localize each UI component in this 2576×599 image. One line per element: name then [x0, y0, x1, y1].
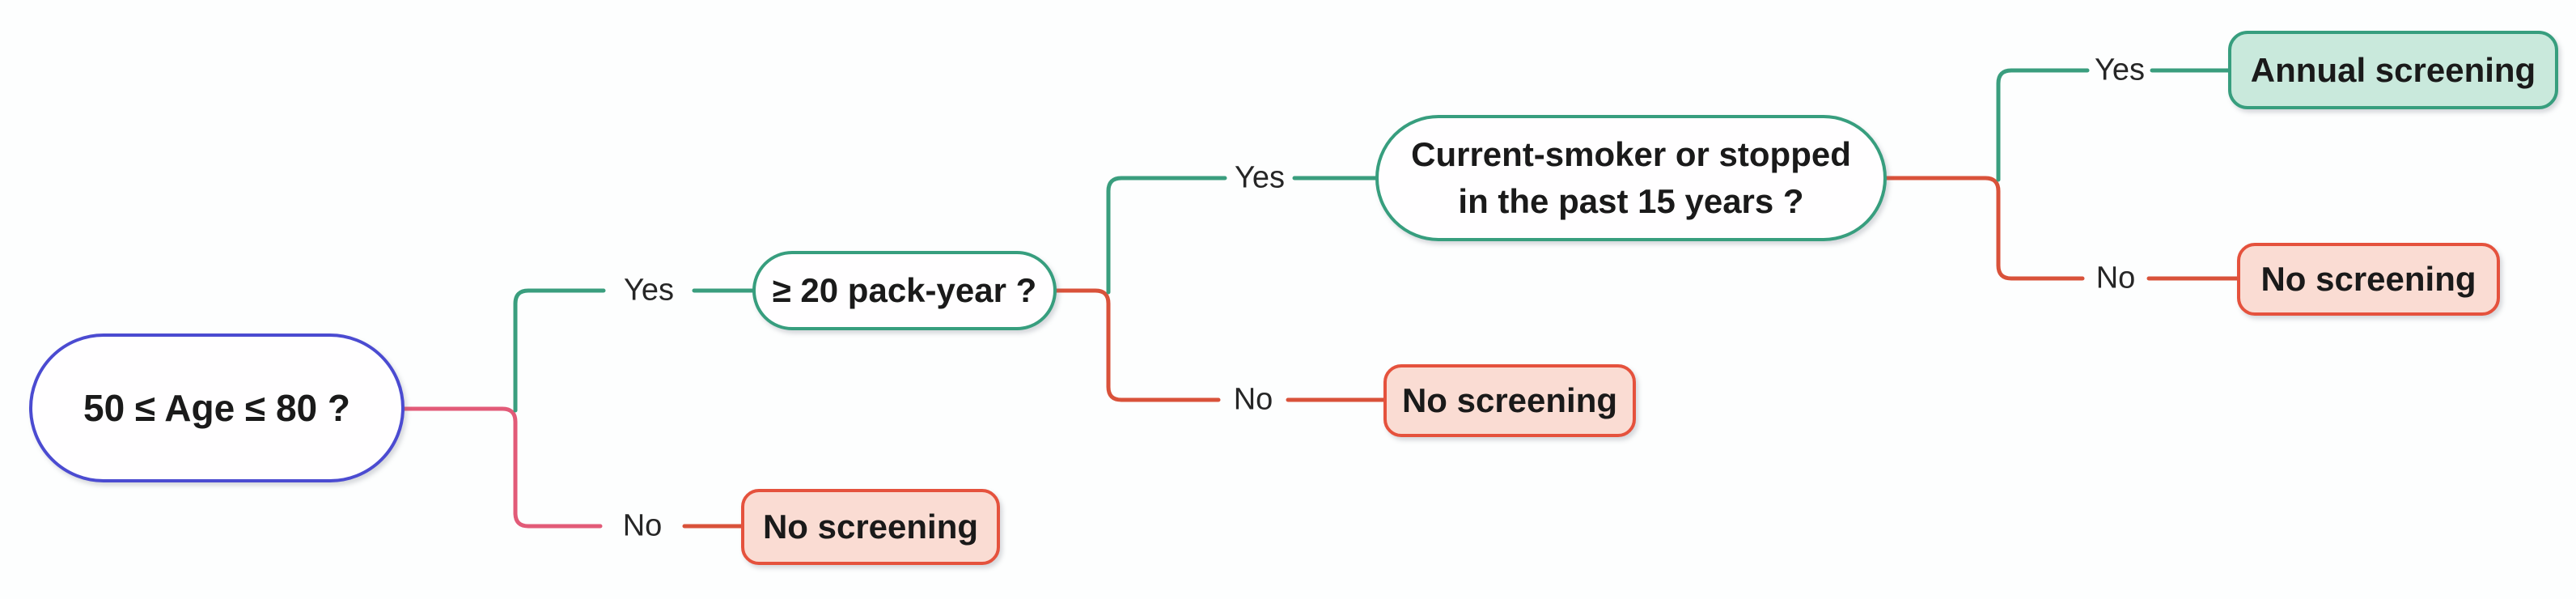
outcome-node-no-screening-bottom: No screening: [741, 489, 1000, 565]
outcome-annual-label: Annual screening: [2250, 50, 2536, 89]
outcome-node-no-screening-top: No screening: [2237, 243, 2500, 316]
decision-node-packyear-label: ≥ 20 pack-year ?: [772, 271, 1037, 309]
decision-node-age: 50 ≤ Age ≤ 80 ?: [29, 333, 405, 482]
branch-label-no1: No: [617, 508, 667, 544]
decision-node-smoker: Current-smoker or stopped in the past 15…: [1375, 115, 1887, 241]
branch-label-yes2: Yes: [1230, 160, 1290, 196]
outcome-no-screening-mid-label: No screening: [1401, 381, 1618, 419]
outcome-no-screening-bottom-label: No screening: [762, 508, 979, 546]
edge-packyear-to-no2: [1054, 288, 1221, 402]
branch-label-yes1: Yes: [619, 273, 679, 308]
decision-node-packyear: ≥ 20 pack-year ?: [752, 251, 1057, 330]
decision-node-age-label: 50 ≤ Age ≤ 80 ?: [83, 387, 351, 429]
branch-label-no3: No: [2091, 261, 2141, 296]
branch-label-yes3: Yes: [2090, 53, 2150, 88]
decision-node-smoker-line1: Current-smoker or stopped: [1411, 135, 1851, 174]
outcome-no-screening-top-label: No screening: [2260, 260, 2476, 298]
edge-junction2-to-yes2: [1106, 176, 1227, 295]
edge-smoker-to-no3: [1884, 176, 2085, 281]
outcome-node-no-screening-mid: No screening: [1383, 364, 1636, 437]
edge-junction3-to-yes3: [1996, 68, 2090, 182]
edge-junction1-to-yes1: [513, 288, 606, 413]
outcome-node-annual-screening: Annual screening: [2228, 31, 2558, 109]
decision-node-smoker-line2: in the past 15 years ?: [1458, 182, 1804, 220]
branch-label-no2: No: [1228, 382, 1278, 418]
edge-root-to-no1: [402, 406, 603, 529]
